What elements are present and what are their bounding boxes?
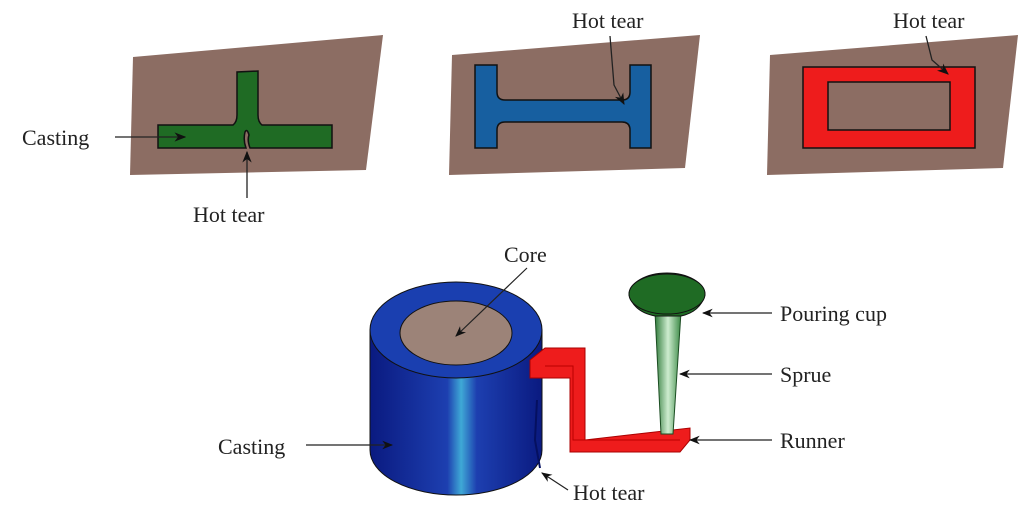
label-casting: Casting bbox=[218, 434, 285, 459]
arrow-hot-tear bbox=[609, 35, 625, 106]
panel-i-section: Hot tear bbox=[449, 8, 700, 175]
label-hot-tear: Hot tear bbox=[573, 480, 645, 505]
t-casting bbox=[157, 70, 333, 149]
panel-t-junction: Casting Hot tear bbox=[22, 35, 383, 227]
arrow-core bbox=[455, 267, 528, 337]
i-casting bbox=[474, 64, 652, 149]
pouring-cup-rim bbox=[628, 273, 706, 315]
panel-rectangular-frame: Hot tear bbox=[767, 8, 1018, 175]
arrow-hot-tear bbox=[541, 472, 569, 491]
label-hot-tear: Hot tear bbox=[193, 202, 265, 227]
frame-casting bbox=[802, 66, 976, 149]
label-sprue: Sprue bbox=[780, 362, 831, 387]
sprue bbox=[654, 311, 682, 435]
core bbox=[399, 300, 513, 366]
label-core: Core bbox=[504, 242, 547, 267]
runner-edge bbox=[545, 365, 680, 441]
label-pouring-cup: Pouring cup bbox=[780, 301, 887, 326]
casting-assembly: Core Pouring cup Sprue Runner Casting Ho… bbox=[218, 242, 887, 505]
label-hot-tear: Hot tear bbox=[572, 8, 644, 33]
label-casting: Casting bbox=[22, 125, 89, 150]
arrow-hot-tear bbox=[925, 35, 949, 75]
label-hot-tear: Hot tear bbox=[893, 8, 965, 33]
hot-tear-crack bbox=[533, 399, 541, 469]
label-runner: Runner bbox=[780, 428, 845, 453]
